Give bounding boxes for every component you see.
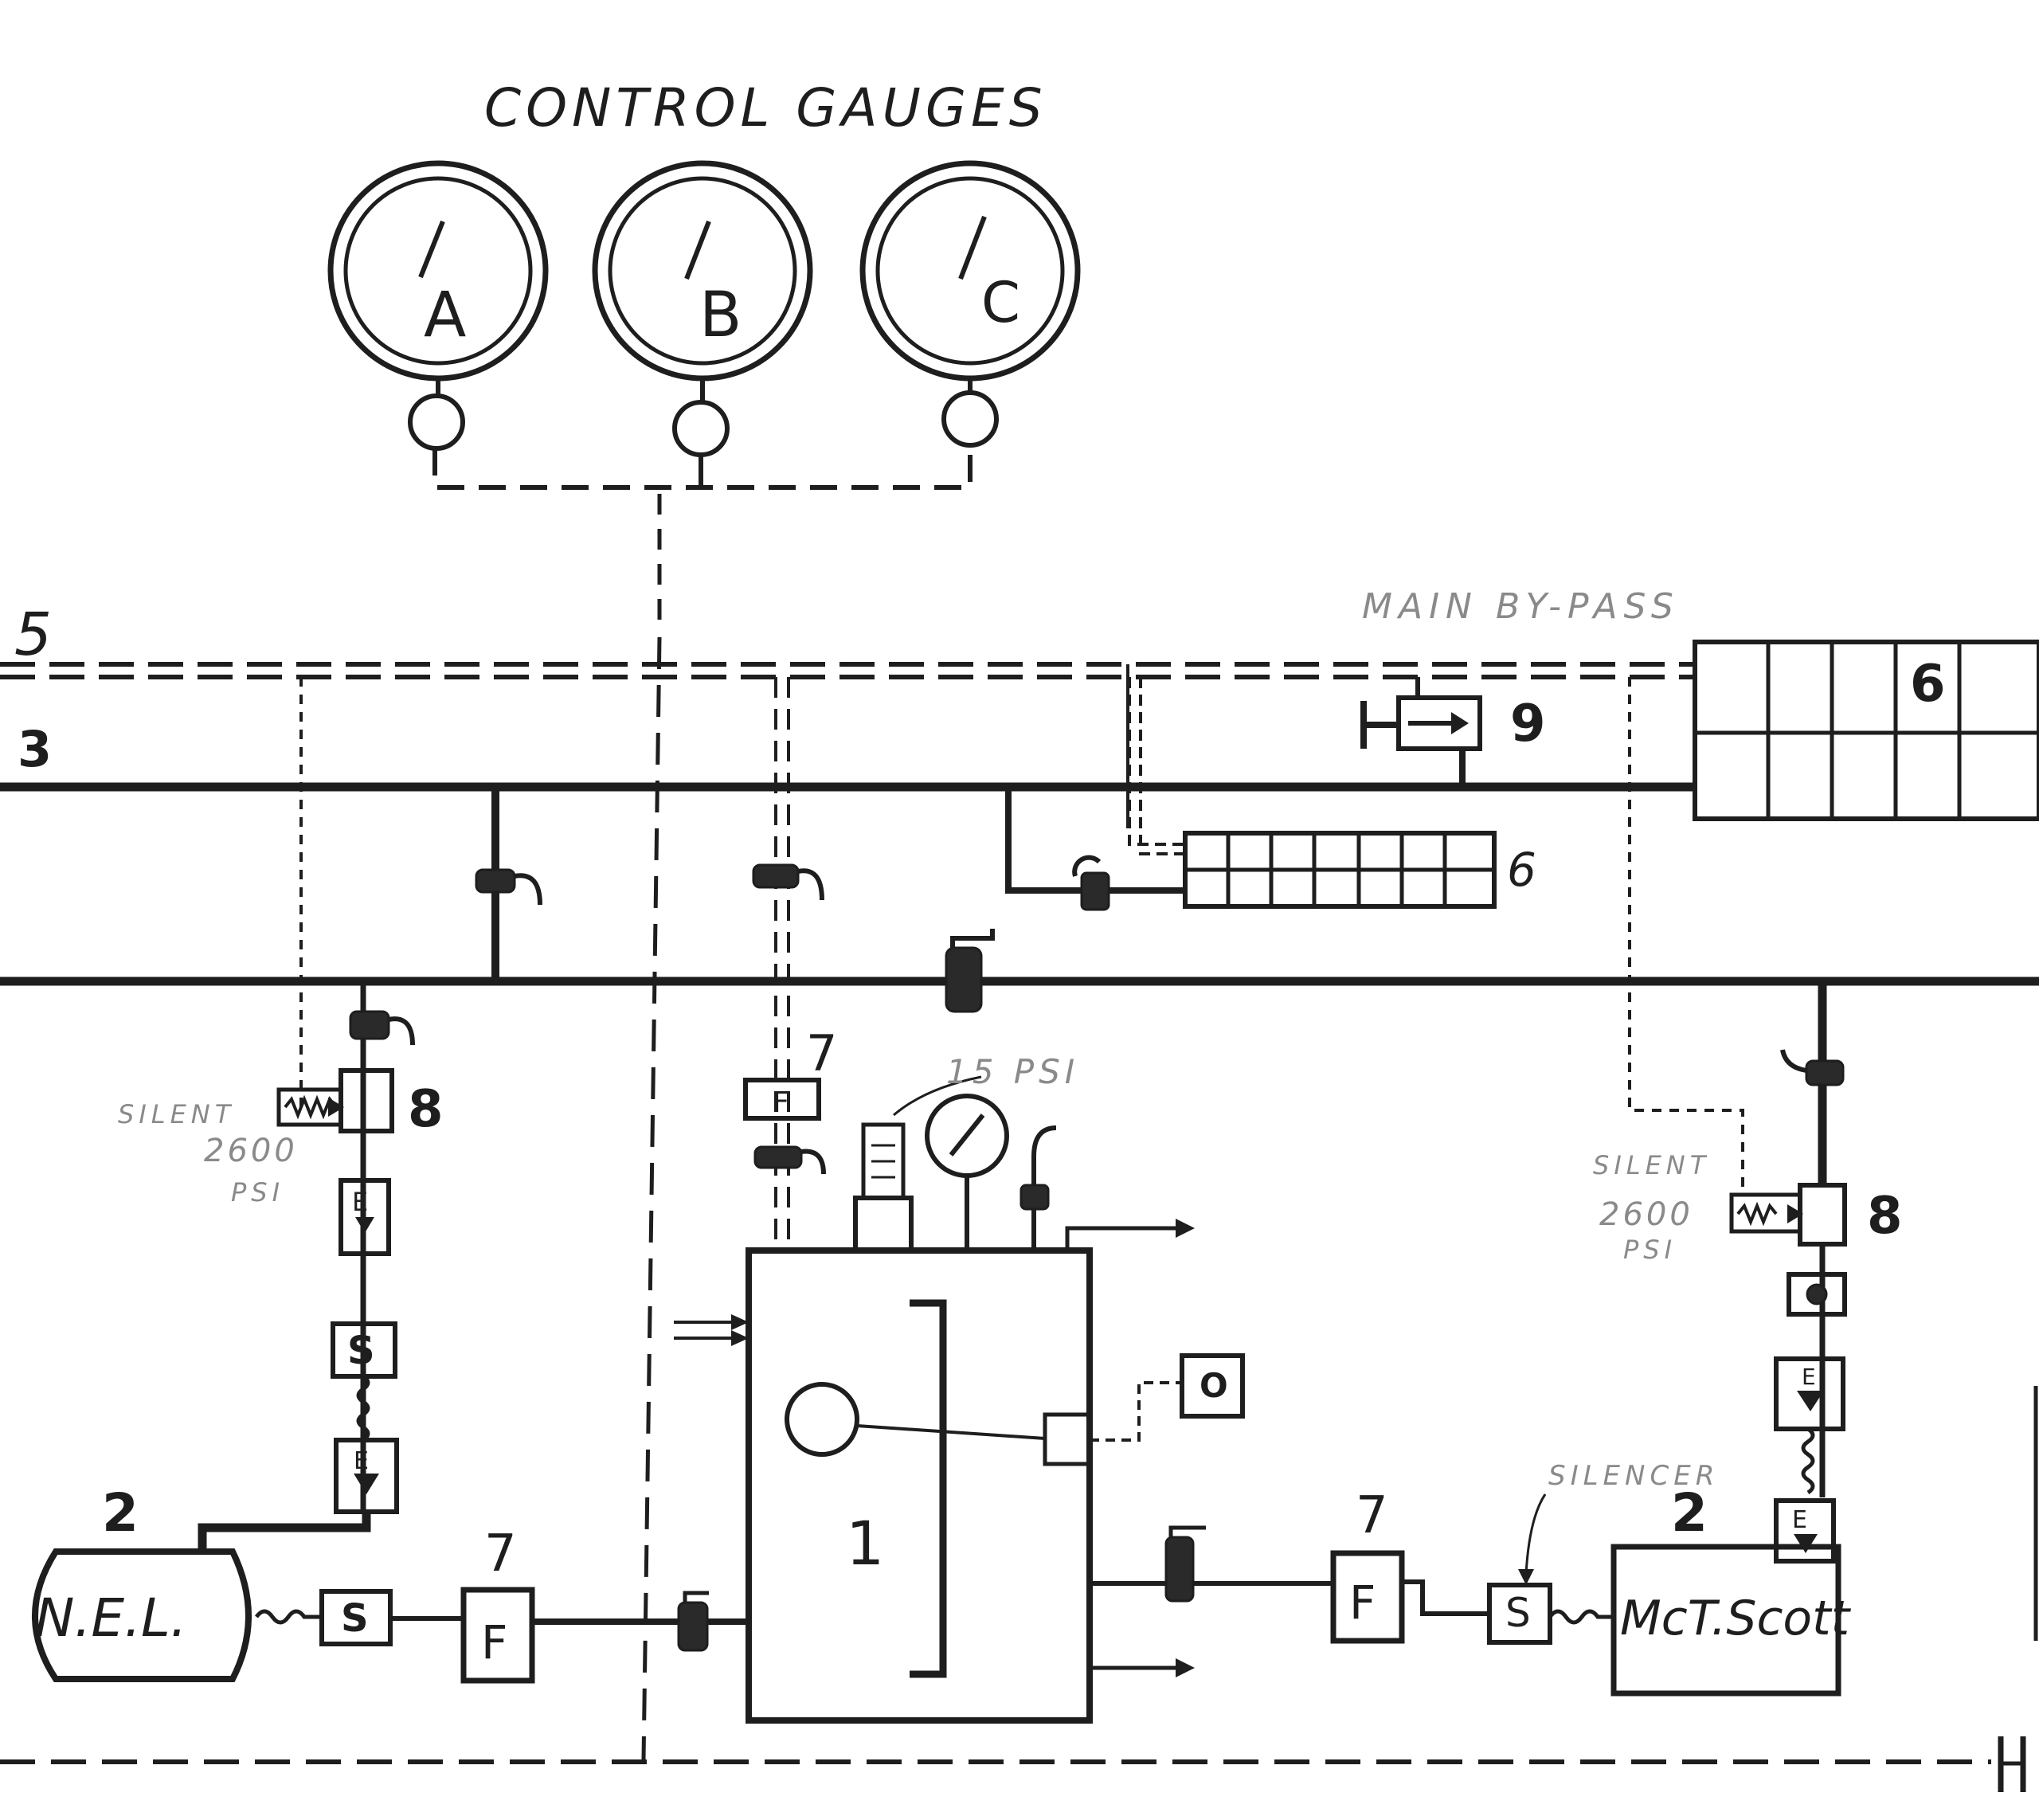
filter-7-right-number: 7 — [1356, 1486, 1388, 1545]
line-5-label: 5 — [14, 601, 52, 669]
right-e-element-lower-label: E — [1792, 1506, 1807, 1534]
reservoir-tank-1-number: 1 — [846, 1508, 884, 1579]
relief-valve-8-left-number: 8 — [408, 1080, 444, 1139]
gauge-b: B — [592, 160, 813, 457]
right-e-element-upper-label: E — [1802, 1364, 1816, 1390]
pump-2-left-number: 2 — [102, 1482, 139, 1544]
gauge-a: A — [327, 160, 549, 451]
accumulator-bank-small-number: 6 — [1507, 843, 1536, 897]
psi-15-label: 15 PSI — [946, 1052, 1079, 1091]
silent-left-value: 2600 — [204, 1133, 298, 1169]
left-s-element-lower-label: S — [341, 1596, 369, 1641]
line-3: 3 — [0, 720, 1695, 792]
filter-7-center-number: 7 — [806, 1024, 837, 1082]
bypass-dashed-drops — [299, 664, 1744, 1243]
right-pump-circuit: 8 E E 2 SILENT 2600 PSI — [1593, 981, 1903, 1564]
left-s-element-upper-label: S — [347, 1329, 375, 1373]
filter-f-center-label: F — [773, 1086, 789, 1119]
accumulator-bank-large-number: 6 — [1910, 655, 1946, 714]
main-bypass-label: MAIN BY-PASS — [1362, 586, 1680, 627]
crossover-center — [752, 863, 824, 901]
indicator-o-label: O — [1200, 1366, 1228, 1405]
reservoir-tank-1: O 1 15 PSI — [674, 1052, 1333, 1724]
diagram-title: CONTROL GAUGES — [484, 77, 1047, 139]
left-pump-circuit: 8 E S E 2 SILENT 2600 PSI — [102, 981, 444, 1552]
silent-right-value: 2600 — [1599, 1196, 1693, 1233]
gauge-b-label: B — [699, 280, 742, 351]
mct-scott-pump-unit: 7 F S SILENCER McT.Scott — [1330, 1460, 1852, 1697]
accumulator-bank-large: 6 — [1693, 640, 2039, 821]
bottom-drain-line — [0, 1386, 2038, 1792]
left-e-element-lower-label: E — [354, 1447, 369, 1475]
nel-pump-unit: N.E.L. S F 7 — [32, 1524, 749, 1684]
relief-valve-8-right-number: 8 — [1867, 1187, 1903, 1246]
gauge-c: C — [859, 160, 1081, 448]
mct-scott-label: McT.Scott — [1620, 1591, 1852, 1646]
filter-7-left-number: 7 — [484, 1524, 517, 1583]
filter-7-center: 7 F — [743, 1024, 837, 1175]
gauge-a-label: A — [424, 280, 466, 351]
line-5-dashed: 5 — [0, 601, 1697, 679]
filter-f-right-label: F — [1349, 1575, 1376, 1630]
silent-right-label: SILENT — [1593, 1150, 1710, 1180]
accumulator-bank-small: 6 — [1005, 677, 1536, 911]
line-3-label: 3 — [18, 720, 52, 778]
pump-2-right-number: 2 — [1671, 1482, 1708, 1544]
left-e-element-upper-label: E — [352, 1187, 368, 1217]
nel-label: N.E.L. — [35, 1587, 187, 1649]
main-line-check-valve — [945, 929, 995, 1013]
silent-right-unit: PSI — [1623, 1235, 1677, 1265]
filter-f-left-label: F — [481, 1615, 507, 1669]
bypass-valve-9-number: 9 — [1510, 695, 1546, 753]
silent-left-label: SILENT — [118, 1099, 235, 1129]
bypass-valve-9: 9 — [1360, 677, 1546, 787]
gauge-c-label: C — [981, 270, 1020, 335]
silencer-label: SILENCER — [1548, 1460, 1719, 1492]
gauge-pilot-lines — [432, 446, 973, 1761]
crossover-left — [475, 787, 542, 981]
silent-left-unit: PSI — [231, 1177, 284, 1207]
silencer-s-label: S — [1505, 1590, 1531, 1636]
